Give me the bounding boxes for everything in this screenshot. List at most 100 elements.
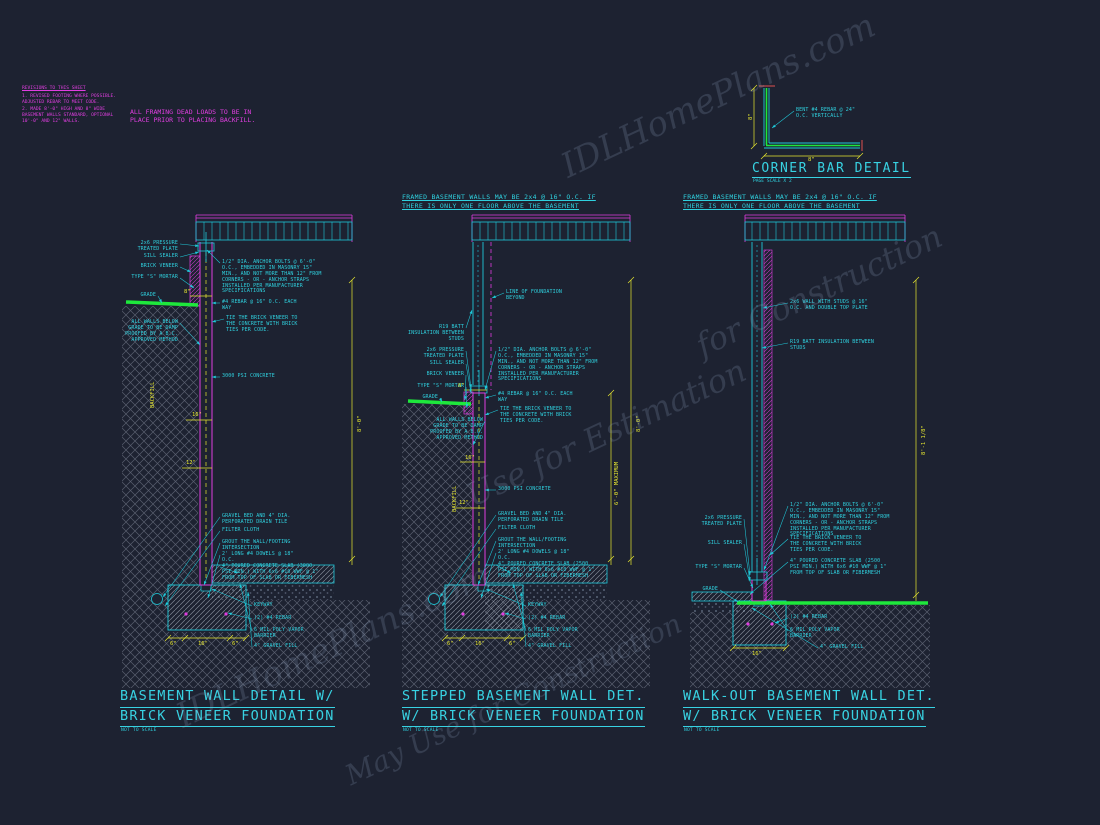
dimension-label: 12" (186, 460, 196, 466)
callout-label: GRADE (140, 292, 156, 298)
detail-stepped-scale: NOT TO SCALE (403, 728, 439, 733)
detail-stepped-header: FRAMED BASEMENT WALLS MAY BE 2x4 @ 16" O… (402, 193, 596, 211)
callout-label: 4" POURED CONCRETE SLAB (2500 PSI MIN.) … (790, 558, 887, 576)
title-line: STEPPED BASEMENT WALL DET. (402, 688, 645, 708)
leader-lines (157, 110, 819, 649)
callout-label: BENT #4 REBAR @ 24" O.C. VERTICALLY (796, 107, 856, 119)
callout-label: TIE THE BRICK VENEER TO THE CONCRETE WIT… (790, 535, 862, 553)
callout-label: 1/2" DIA. ANCHOR BOLTS @ 6'-0" O.C., EMB… (222, 259, 322, 295)
revision-item: 2. MADE 8'-0" HIGH AND 8" WIDE BASEMENT … (22, 106, 114, 124)
header-line: FRAMED BASEMENT WALLS MAY BE 2x4 @ 16" O… (402, 193, 596, 201)
callout-label: TIE THE BRICK VENEER TO THE CONCRETE WIT… (500, 406, 572, 424)
callout-label: TYPE "S" MORTAR (131, 274, 178, 280)
callout-label: TIE THE BRICK VENEER TO THE CONCRETE WIT… (226, 315, 298, 333)
dimension-label: 8" (184, 289, 191, 295)
corner-bar-art (750, 84, 864, 160)
dimension-label: 12" (459, 500, 469, 506)
detail-walkout-title: WALK-OUT BASEMENT WALL DET. W/ BRICK VEN… (683, 688, 935, 728)
dimension-label: 8'-1 1/8" (921, 425, 927, 455)
callout-label: GRADE (422, 394, 438, 400)
callout-label: KEYWAY (254, 602, 273, 608)
callout-label: TYPE "S" MORTAR (417, 383, 464, 389)
title-line: W/ BRICK VENEER FOUNDATION (402, 708, 645, 728)
callout-label: 2x6 PRESSURE TREATED PLATE (423, 347, 464, 359)
callout-label: 2' LONG #4 DOWELS @ 18" O.C. (222, 551, 294, 563)
callout-label: 3000 PSI CONCRETE (222, 373, 275, 379)
dimension-label: BACKFILL (452, 485, 458, 513)
callout-label: 6 MIL POLY VAPOR BARRIER (790, 627, 840, 639)
title-line: WALK-OUT BASEMENT WALL DET. (683, 688, 935, 708)
callout-label: 4" POURED CONCRETE SLAB (2500 PSI MIN.) … (498, 561, 595, 579)
callout-label: 4" GRAVEL FILL (528, 643, 572, 649)
dimension-label: 16" (475, 641, 485, 647)
callout-label: SILL SEALER (143, 253, 178, 259)
callout-label: TYPE "S" MORTAR (695, 564, 742, 570)
callout-label: LINE OF FOUNDATION BEYOND (506, 289, 562, 301)
detail-basement-title: BASEMENT WALL DETAIL W/ BRICK VENEER FOU… (120, 688, 335, 728)
callout-label: 6 MIL POLY VAPOR BARRIER (254, 627, 304, 639)
revisions-note: REVISIONS TO THIS SHEET 1. REVISED FOOTI… (22, 86, 124, 125)
header-line: THERE IS ONLY ONE FLOOR ABOVE THE BASEME… (402, 201, 579, 210)
detail-basement-scale: NOT TO SCALE (121, 728, 157, 733)
dimension-label: 6" (447, 641, 454, 647)
callout-label: (2) #4 REBAR (254, 615, 292, 621)
dimension-label: 16" (752, 651, 762, 657)
detail-walkout-art (690, 214, 930, 688)
dimension-label: 6" (232, 641, 239, 647)
callout-label: (2) #4 REBAR (528, 615, 566, 621)
header-line: FRAMED BASEMENT WALLS MAY BE 2x4 @ 16" O… (683, 193, 877, 201)
callout-label: 1/2" DIA. ANCHOR BOLTS @ 6'-0" O.C., EMB… (790, 502, 890, 538)
dimension-label: 16" (192, 412, 202, 418)
callout-label: 4" GRAVEL FILL (254, 643, 298, 649)
callout-label: #4 REBAR @ 16" O.C. EACH WAY (498, 391, 573, 403)
title-line: BRICK VENEER FOUNDATION (120, 708, 335, 728)
callout-label: ALL WALLS BELOW GRADE TO BE DAMP PROOFED… (430, 417, 483, 441)
dimension-label: 6" (509, 641, 516, 647)
corner-bar-scale: PAGE SCALE X 2 (753, 179, 792, 184)
callout-label: R19 BATT INSULATION BETWEEN STUDS (790, 339, 874, 351)
dimension-label: 16" (465, 455, 475, 461)
dimension-label: BACKFILL (150, 381, 156, 409)
callout-label: GRADE (702, 586, 718, 592)
callout-label: GRAVEL BED AND 4" DIA. PERFORATED DRAIN … (498, 511, 567, 523)
dimension-label: 8'-0" (357, 415, 363, 432)
dimension-label: 6" (170, 641, 177, 647)
dimension-label: 8" (458, 383, 465, 389)
callout-label: 4" GRAVEL FILL (820, 644, 864, 650)
revisions-title: REVISIONS TO THIS SHEET (22, 86, 86, 91)
callout-label: 2' LONG #4 DOWELS @ 18" O.C. (498, 549, 570, 561)
dimension-label: 16" (198, 641, 208, 647)
callout-label: FILTER CLOTH (222, 527, 260, 533)
framing-load-note: ALL FRAMING DEAD LOADS TO BE IN PLACE PR… (130, 108, 256, 125)
callout-label: 2x6 PRESSURE TREATED PLATE (137, 240, 178, 252)
title-line: W/ BRICK VENEER FOUNDATION (683, 708, 926, 728)
revision-item: 1. REVISED FOOTING WHERE POSSIBLE. ADJUS… (22, 94, 117, 106)
callout-label: GROUT THE WALL/FOOTING INTERSECTION (222, 539, 291, 551)
callout-label: 1/2" DIA. ANCHOR BOLTS @ 6'-0" O.C., EMB… (498, 347, 598, 383)
header-line: THERE IS ONLY ONE FLOOR ABOVE THE BASEME… (683, 201, 860, 210)
callout-label: FILTER CLOTH (498, 525, 536, 531)
dimension-label: 8" (748, 113, 754, 120)
callout-label: GROUT THE WALL/FOOTING INTERSECTION (498, 537, 567, 549)
callout-label: GRAVEL BED AND 4" DIA. PERFORATED DRAIN … (222, 513, 291, 525)
title-line: BASEMENT WALL DETAIL W/ (120, 688, 335, 708)
dimension-label: 6'-0" MAXIMUM (614, 461, 620, 505)
callout-label: (2) #4 REBAR (790, 614, 828, 620)
callout-label: KEYWAY (528, 602, 547, 608)
detail-walkout-header: FRAMED BASEMENT WALLS MAY BE 2x4 @ 16" O… (683, 193, 877, 211)
detail-walkout-scale: NOT TO SCALE (684, 728, 720, 733)
detail-stepped-art (402, 214, 650, 688)
callout-label: 6 MIL POLY VAPOR BARRIER (528, 627, 578, 639)
callout-label: #4 REBAR @ 16" O.C. EACH WAY (222, 299, 297, 311)
detail-basement-art (122, 214, 370, 688)
callout-label: ALL WALLS BELOW GRADE TO BE DAMP PROOFED… (125, 319, 178, 343)
callout-label: 3000 PSI CONCRETE (498, 486, 551, 492)
callout-label: R19 BATT INSULATION BETWEEN STUDS (408, 324, 464, 342)
callout-label: BRICK VENEER (140, 263, 178, 269)
callout-label: SILL SEALER (429, 360, 464, 366)
callout-label: 4" POURED CONCRETE SLAB (3000 PSI MIN.) … (222, 563, 319, 581)
callout-label: 2x6 WALL WITH STUDS @ 16" O.C. AND DOUBL… (790, 299, 868, 311)
detail-stepped-title: STEPPED BASEMENT WALL DET. W/ BRICK VENE… (402, 688, 645, 728)
